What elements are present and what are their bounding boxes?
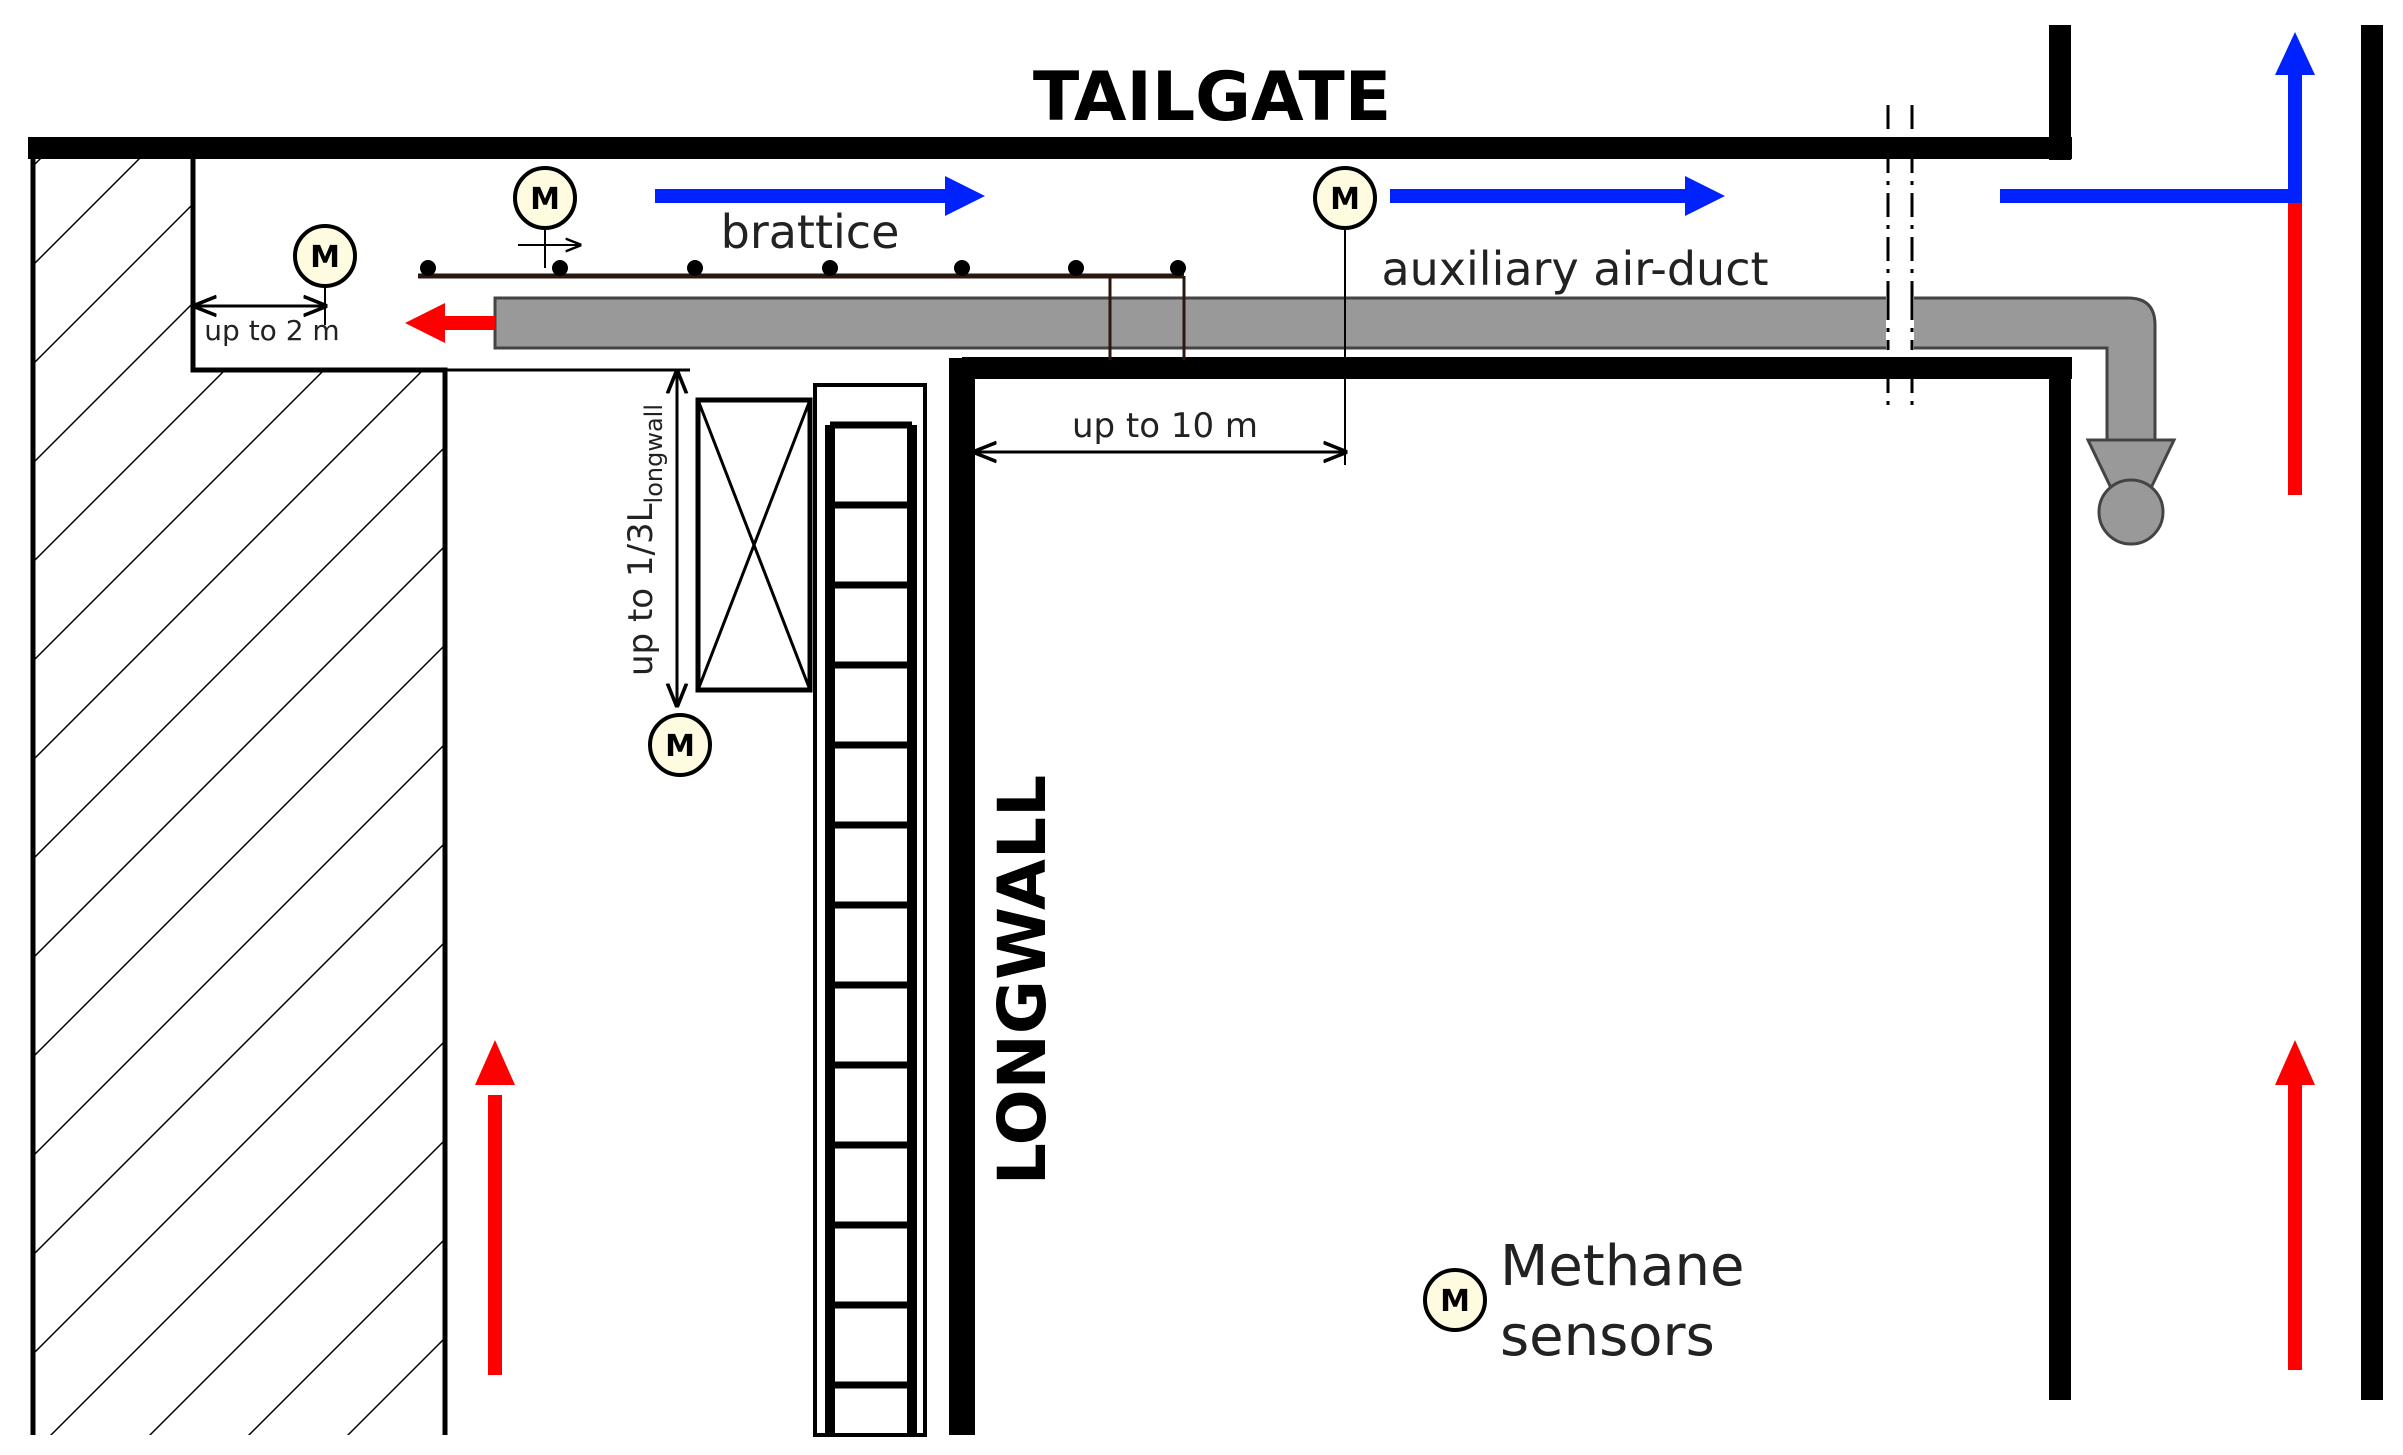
air-duct-label: auxiliary air-duct <box>1381 242 1768 296</box>
longwall-label: LONGWALL <box>984 775 1061 1185</box>
methane-sensor-icon: M <box>293 224 357 288</box>
methane-sensor-icon: M <box>648 713 712 777</box>
return-air-arrowhead <box>2275 32 2315 75</box>
brattice-line <box>418 260 1186 360</box>
goaf-area <box>30 147 448 1435</box>
shearer-icon <box>695 397 813 693</box>
legend-label-line2: sensors <box>1500 1304 1715 1369</box>
brattice-post <box>420 260 436 276</box>
dimension-lines <box>195 228 1345 705</box>
ventilation-stopping <box>1886 105 1914 410</box>
brattice-post <box>552 260 568 276</box>
legend-label-line1: Methane <box>1500 1234 1744 1299</box>
return-air-arrowhead <box>1685 176 1725 216</box>
longwall-block-walls <box>949 357 2072 1435</box>
tailgate-wall <box>28 25 2072 160</box>
brattice-post <box>687 260 703 276</box>
svg-text:M: M <box>1440 1284 1470 1319</box>
fan-icon <box>2085 438 2177 546</box>
brattice-post <box>1068 260 1084 276</box>
duct-outlet-arrowhead <box>405 303 445 343</box>
intake-air-arrowhead <box>475 1040 515 1085</box>
brattice-label: brattice <box>721 205 900 259</box>
legend: M Methane sensors <box>1423 1234 1744 1369</box>
dim-10m-label: up to 10 m <box>1072 406 1258 446</box>
methane-sensor-icon: M <box>513 166 577 230</box>
svg-text:M: M <box>530 182 560 217</box>
conveyor-icon <box>813 383 927 1437</box>
svg-text:M: M <box>665 729 695 764</box>
methane-sensor-icon: M <box>1313 166 1377 230</box>
dim-third-label: up to 1/3Llongwall <box>621 404 668 676</box>
svg-text:M: M <box>310 240 340 275</box>
dim-2m-label: up to 2 m <box>204 314 339 347</box>
brattice-post <box>822 260 838 276</box>
air-duct <box>493 296 2177 546</box>
return-air-arrowhead <box>945 176 985 216</box>
airflow-arrows <box>405 32 2315 1375</box>
tailgate-label: TAILGATE <box>1033 58 1391 137</box>
brattice-post <box>954 260 970 276</box>
brattice-post <box>1170 260 1186 276</box>
methane-sensor-icon: M <box>1423 1268 1487 1332</box>
svg-text:M: M <box>1330 182 1360 217</box>
intake-air-arrowhead <box>2275 1040 2315 1085</box>
